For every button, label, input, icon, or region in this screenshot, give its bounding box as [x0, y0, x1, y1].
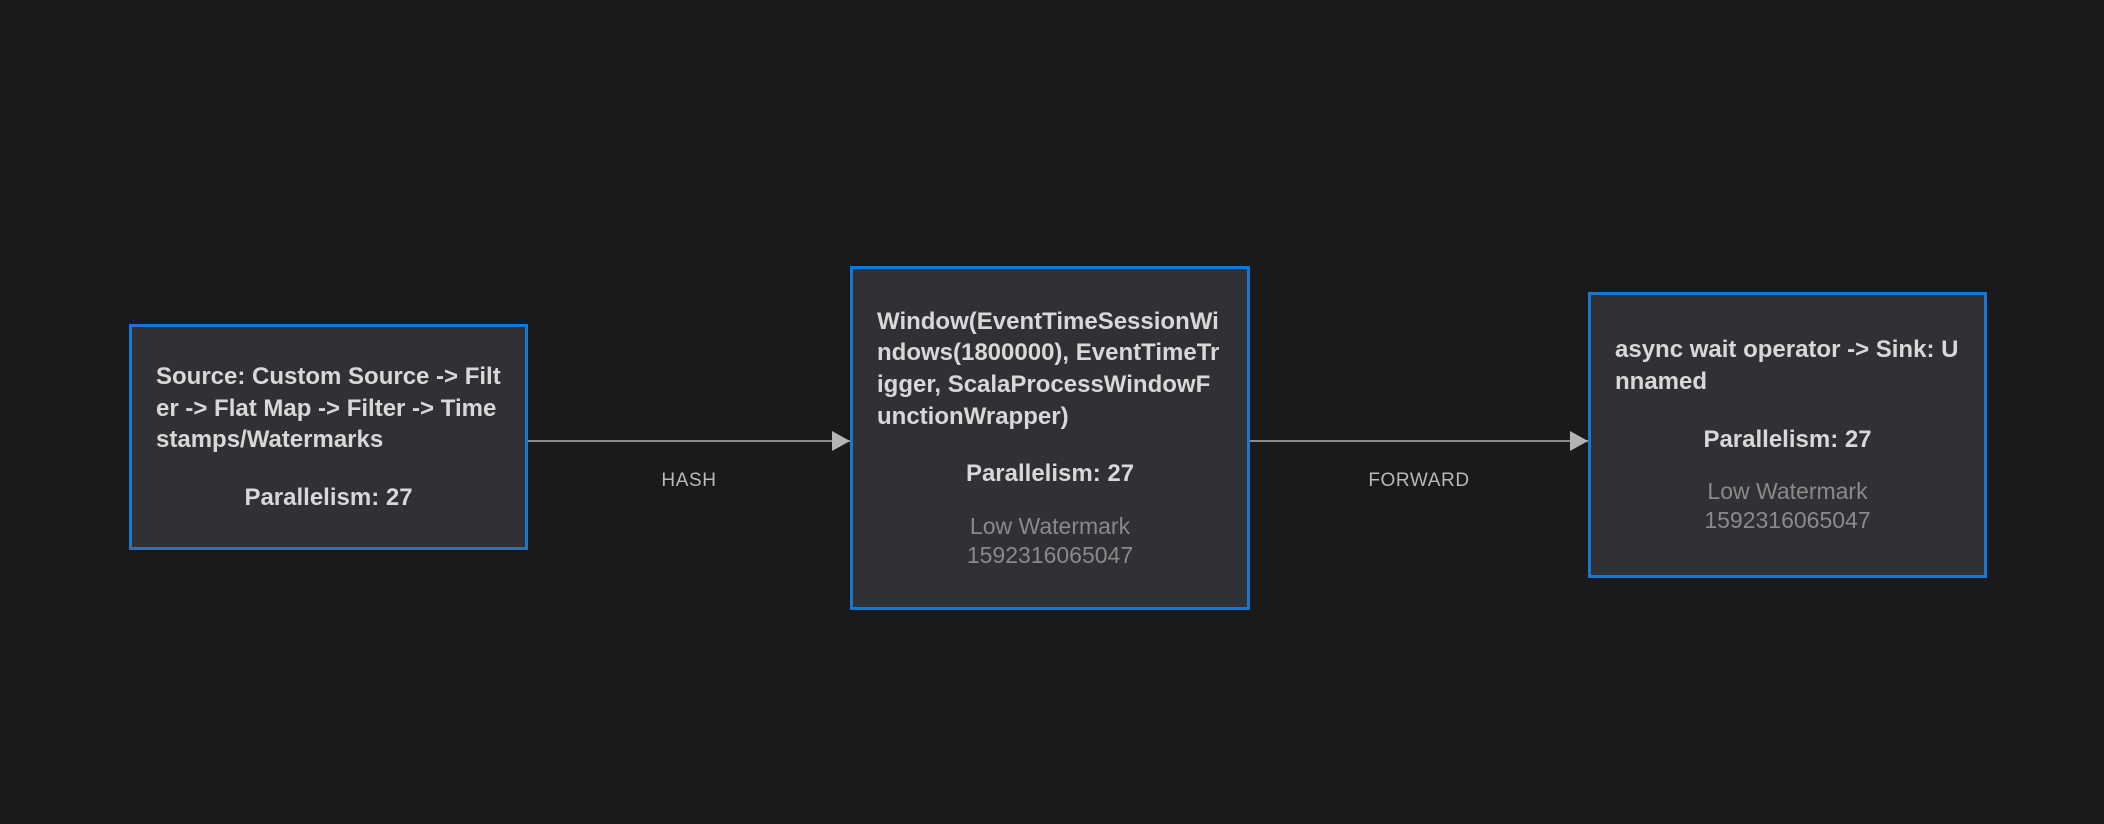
graph-node-sink[interactable]: async wait operator -> Sink: Unnamed Par…	[1588, 292, 1987, 578]
edge-arrowhead-icon	[832, 431, 850, 451]
node-low-watermark: Low Watermark 1592316065047	[1615, 477, 1960, 536]
node-parallelism: Parallelism: 27	[1703, 425, 1872, 453]
node-title: Source: Custom Source -> Filter -> Flat …	[156, 362, 501, 454]
graph-node-source[interactable]: Source: Custom Source -> Filter -> Flat …	[129, 324, 528, 550]
edge-line	[528, 440, 850, 442]
low-watermark-label: Low Watermark	[969, 512, 1131, 539]
node-parallelism: Parallelism: 27	[244, 483, 413, 511]
node-parallelism: Parallelism: 27	[965, 460, 1135, 488]
edge-label-hash: HASH	[661, 470, 717, 491]
graph-node-window[interactable]: Window(EventTimeSessionWindows(1800000),…	[850, 266, 1250, 610]
low-watermark-label: Low Watermark	[1707, 477, 1868, 504]
low-watermark-value: 1592316065047	[1704, 507, 1871, 534]
low-watermark-value: 1592316065047	[966, 541, 1134, 568]
edge-arrowhead-icon	[1570, 431, 1588, 451]
node-title: Window(EventTimeSessionWindows(1800000),…	[877, 307, 1220, 430]
node-low-watermark: Low Watermark 1592316065047	[877, 512, 1223, 571]
edge-line	[1250, 440, 1588, 442]
node-title: async wait operator -> Sink: Unnamed	[1615, 336, 1959, 395]
edge-label-forward: FORWARD	[1368, 470, 1470, 491]
